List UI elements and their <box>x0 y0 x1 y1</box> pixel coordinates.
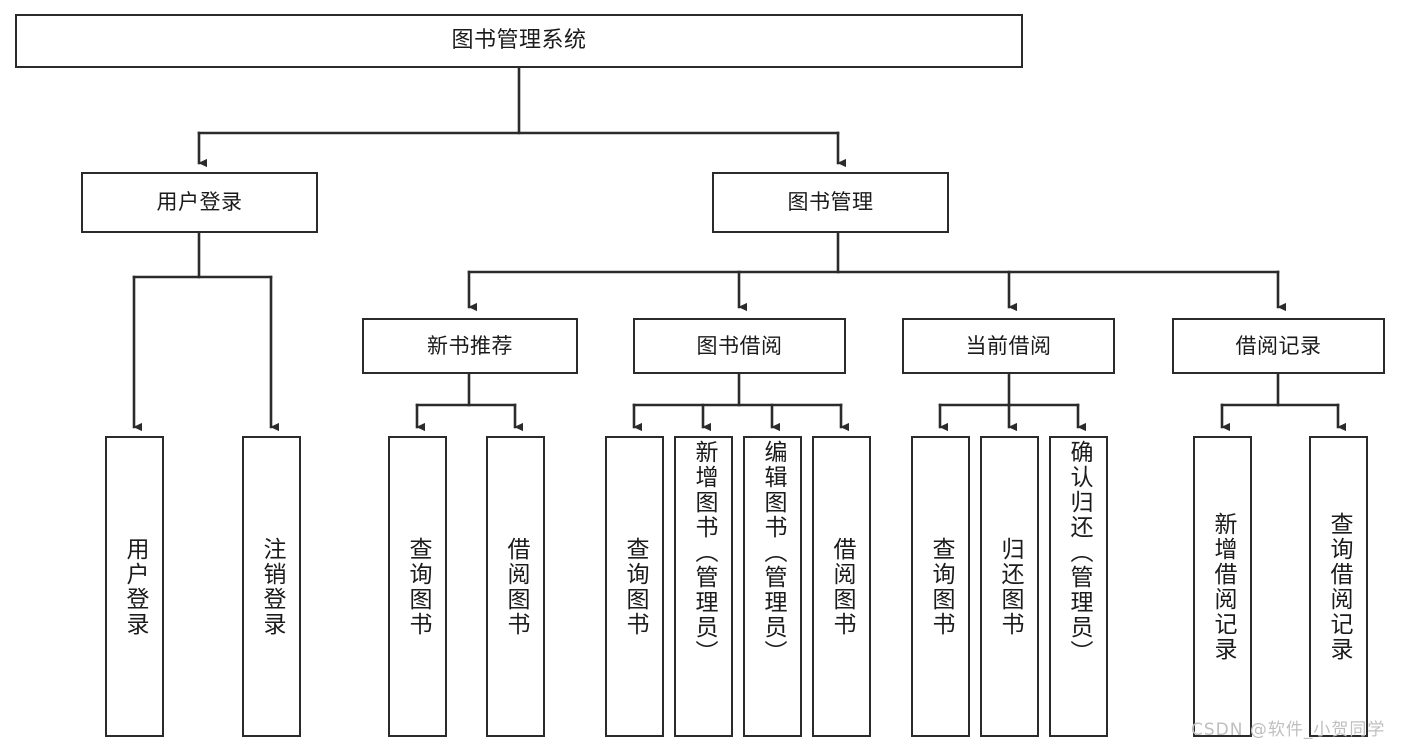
node-root-system[interactable]: 图书管理系统 <box>15 14 1023 68</box>
node-label: 借阅记录 <box>1235 333 1322 358</box>
node-leaf-add-borrow-record[interactable]: 新增借阅记录 <box>1193 436 1252 737</box>
node-leaf-query-book-1[interactable]: 查询图书 <box>388 436 447 737</box>
node-label: 新书推荐 <box>427 333 513 358</box>
node-leaf-logout-login[interactable]: 注销登录 <box>242 436 301 737</box>
node-borrow-record[interactable]: 借阅记录 <box>1172 318 1385 374</box>
node-label: 查询图书 <box>622 536 648 637</box>
node-label: 新增图书（管理员） <box>691 440 717 665</box>
node-leaf-add-book-admin[interactable]: 新增图书（管理员） <box>674 436 733 737</box>
node-label: 新增借阅记录 <box>1210 511 1236 662</box>
node-label: 借阅图书 <box>503 536 529 637</box>
node-leaf-query-borrow-record[interactable]: 查询借阅记录 <box>1309 436 1368 737</box>
node-label: 注销登录 <box>259 536 285 637</box>
node-leaf-user-login[interactable]: 用户登录 <box>105 436 164 737</box>
node-leaf-return-book[interactable]: 归还图书 <box>980 436 1039 737</box>
node-label: 用户登录 <box>122 536 148 637</box>
node-label: 查询图书 <box>928 536 954 637</box>
node-user-login[interactable]: 用户登录 <box>81 172 318 233</box>
node-leaf-edit-book-admin[interactable]: 编辑图书（管理员） <box>743 436 802 737</box>
node-leaf-query-book-3[interactable]: 查询图书 <box>911 436 970 737</box>
node-current-borrow[interactable]: 当前借阅 <box>902 318 1115 374</box>
node-label: 图书管理系统 <box>451 28 587 54</box>
watermark-text: CSDN @软件_小贺同学 <box>1191 720 1386 740</box>
node-book-management[interactable]: 图书管理 <box>712 172 949 233</box>
node-leaf-borrow-book-1[interactable]: 借阅图书 <box>486 436 545 737</box>
node-leaf-confirm-return-admin[interactable]: 确认归还（管理员） <box>1049 436 1108 737</box>
node-book-borrow[interactable]: 图书借阅 <box>633 318 846 374</box>
node-label: 图书借阅 <box>696 333 783 358</box>
node-label: 查询图书 <box>405 536 431 637</box>
node-new-book-recommend[interactable]: 新书推荐 <box>362 318 578 374</box>
node-label: 图书管理 <box>787 190 874 215</box>
node-label: 确认归还（管理员） <box>1066 440 1092 665</box>
node-leaf-query-book-2[interactable]: 查询图书 <box>605 436 664 737</box>
node-label: 归还图书 <box>997 536 1023 637</box>
node-leaf-borrow-book-2[interactable]: 借阅图书 <box>812 436 871 737</box>
node-label: 借阅图书 <box>829 536 855 637</box>
node-label: 用户登录 <box>156 190 243 215</box>
node-label: 编辑图书（管理员） <box>760 440 786 665</box>
node-label: 查询借阅记录 <box>1326 511 1352 662</box>
node-label: 当前借阅 <box>965 333 1052 358</box>
